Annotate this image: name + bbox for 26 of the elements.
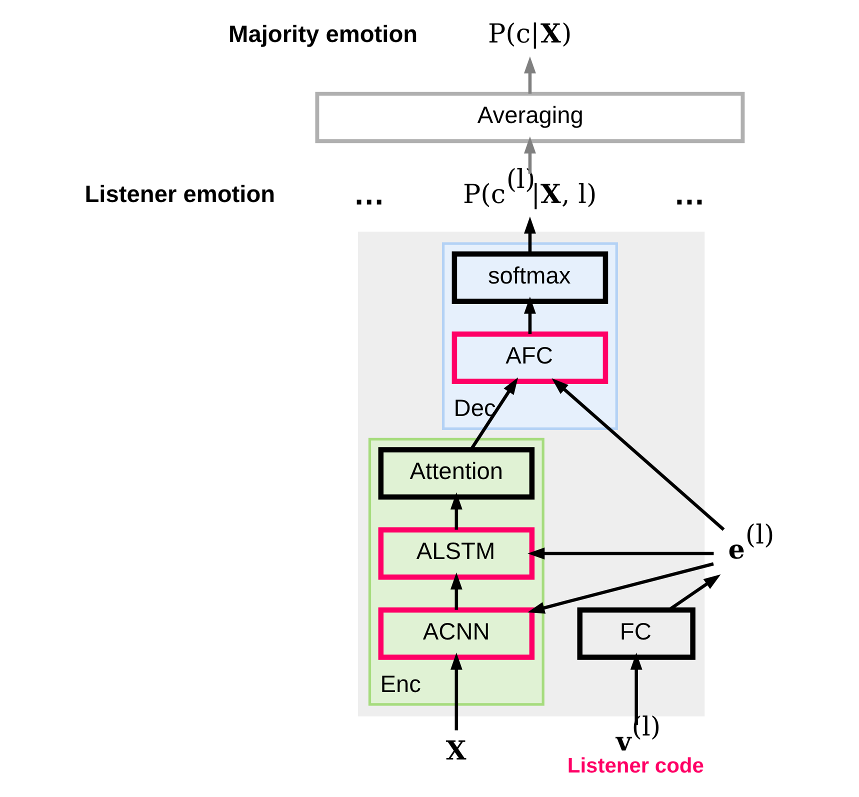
node-box: Attention — [378, 447, 535, 500]
arrow — [524, 56, 536, 94]
node-box: ALSTM — [378, 527, 535, 580]
arrow — [524, 136, 536, 174]
arrow — [524, 296, 536, 334]
label: … — [353, 175, 385, 212]
node-box: Averaging — [315, 92, 745, 144]
arrow — [524, 216, 536, 254]
node-box: ACNN — [378, 607, 535, 660]
arrow — [450, 572, 462, 610]
arrow — [528, 562, 714, 614]
node-text: X — [446, 736, 466, 767]
label: … — [674, 175, 706, 212]
arrow — [450, 492, 462, 530]
node-box: AFC — [452, 332, 608, 384]
label: Majority emotion — [228, 22, 418, 48]
node-label: Listener code — [567, 754, 704, 778]
node-box: softmax — [452, 251, 608, 304]
node-box: FC — [577, 607, 696, 660]
arrow — [552, 378, 725, 531]
arrow — [630, 652, 642, 726]
arrow — [470, 377, 518, 450]
arrow — [450, 652, 462, 730]
node-text: P(c|X) — [488, 18, 572, 50]
label: Listener emotion — [84, 182, 276, 208]
arrow — [528, 547, 714, 560]
